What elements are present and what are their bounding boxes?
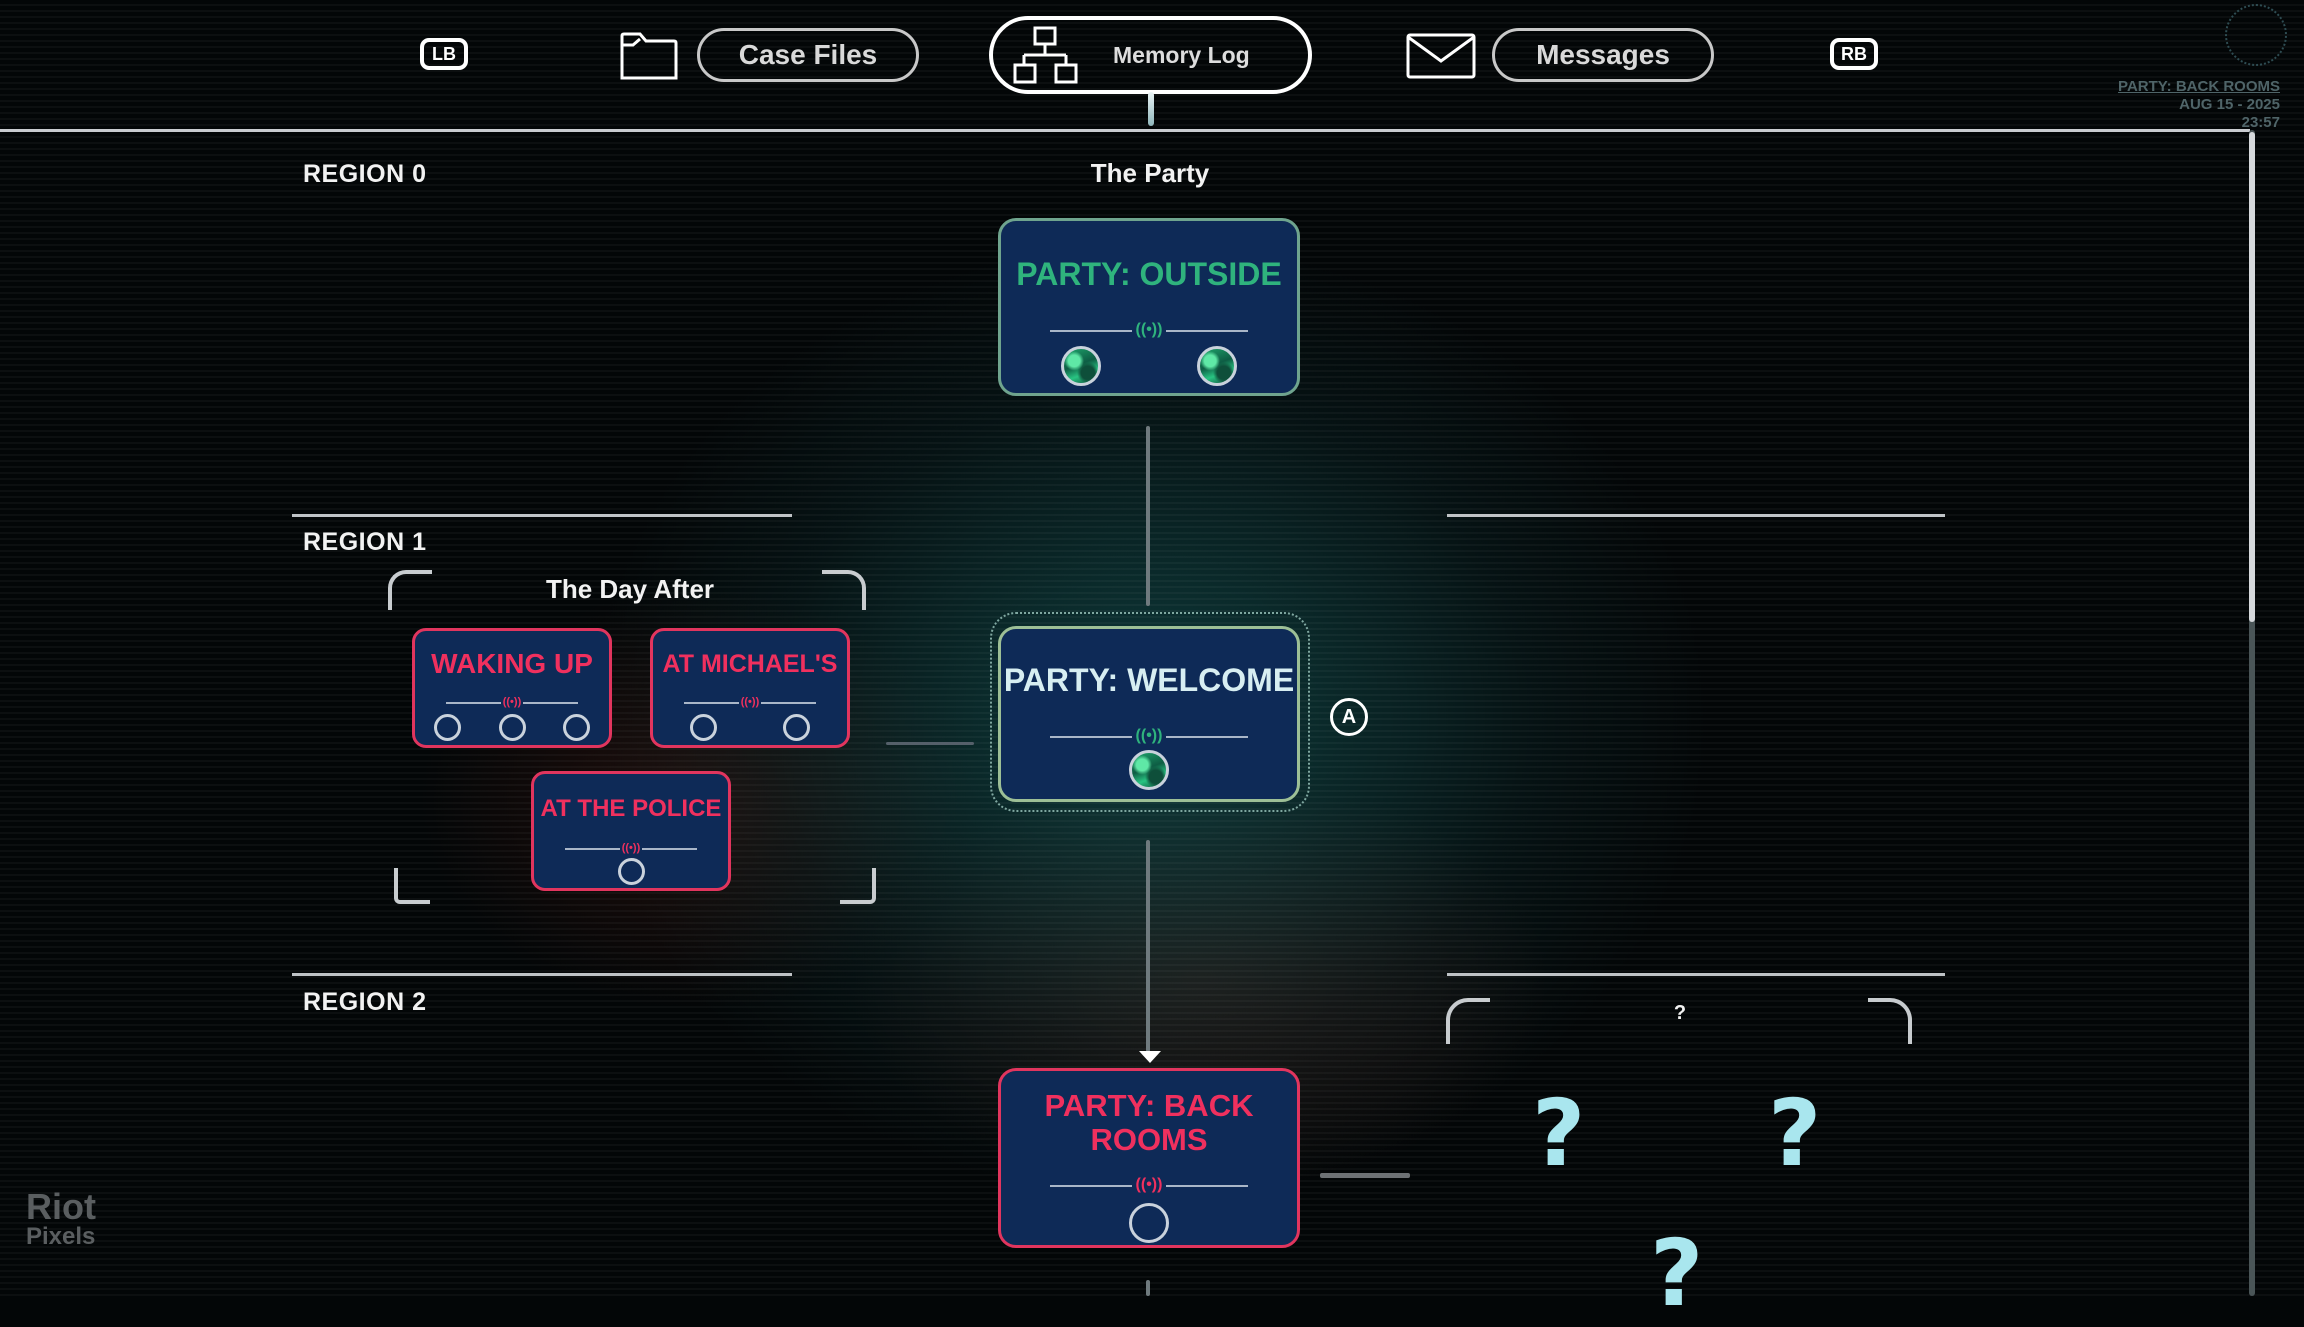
signal-icon: ((•)) [1132,1173,1166,1198]
connector-welcome-backrooms [1146,840,1150,1052]
node-title: PARTY: BACK ROOMS [1044,1088,1254,1158]
scrollbar-thumb[interactable] [2249,132,2255,622]
group-bracket-tr [822,570,866,610]
region-divider-right-1 [1447,514,1945,517]
evidence-slot-empty [563,713,590,741]
evidence-slot-filled [1197,346,1237,387]
evidence-slot-empty [783,713,810,741]
region-divider-right-2 [1447,973,1945,976]
evidence-slots [1129,1203,1169,1244]
rb-bumper-button[interactable]: RB [1830,38,1878,70]
node-title: PARTY: OUTSIDE [1016,256,1282,292]
signal-icon: ((•)) [620,840,642,857]
hierarchy-icon [1013,26,1079,91]
evidence-slot-empty [498,713,526,741]
active-tab-indicator [1148,92,1154,126]
evidence-slots [1129,750,1169,791]
group-title-unknown: ? [1673,1002,1687,1024]
unknown-memory-node: ? [1650,1220,1704,1327]
watermark-line2: Pixels [26,1223,96,1250]
scrollbar-track[interactable] [2249,130,2255,1296]
connector-dayafter-welcome [886,742,974,745]
folder-icon[interactable] [619,31,679,86]
watermark-logo: Riot Pixels [26,1189,96,1252]
tab-case-files[interactable]: Case Files [697,28,919,82]
memory-node-party-outside[interactable]: PARTY: OUTSIDE ((•)) [998,218,1300,396]
group-title-the-day-after: The Day After [545,574,715,604]
node-divider: ((•)) [684,693,816,710]
evidence-slots [1061,346,1237,387]
node-title: AT THE POLICE [540,795,722,822]
evidence-slot-filled [1061,346,1101,387]
signal-icon: ((•)) [501,693,523,710]
evidence-slots [690,713,810,741]
tab-memory-log-label: Memory Log [1113,41,1250,68]
memory-node-at-michaels[interactable]: AT MICHAEL'S ((•)) [650,628,850,748]
node-divider: ((•)) [446,693,578,710]
current-memory-arrow-icon [1139,1051,1161,1063]
group-bracket-bl [394,868,430,904]
evidence-slots [617,858,645,886]
current-memory-status: PARTY: BACK ROOMS AUG 15 - 2025 23:57 [2118,78,2280,132]
status-date: AUG 15 - 2025 [2179,96,2280,113]
evidence-slots [434,713,590,741]
region-1-label: REGION 1 [303,528,427,556]
region-divider-left-2 [292,973,792,976]
group-bracket-br [840,868,876,904]
memory-node-waking-up[interactable]: WAKING UP ((•)) [412,628,612,748]
connector-outside-welcome [1146,426,1150,606]
connector-backrooms-down [1146,1280,1150,1296]
node-divider: ((•)) [1050,318,1248,343]
signal-icon: ((•)) [1132,724,1166,749]
unknown-memory-node: ? [1532,1080,1586,1187]
node-title: PARTY: WELCOME [1003,662,1295,698]
region-2-label: REGION 2 [303,988,427,1016]
signal-icon: ((•)) [1132,318,1166,343]
envelope-icon[interactable] [1406,33,1476,84]
memory-node-party-back-rooms[interactable]: PARTY: BACK ROOMS ((•)) [998,1068,1300,1248]
node-divider: ((•)) [1050,1173,1248,1198]
group-title-the-party: The Party [1090,158,1210,188]
node-divider: ((•)) [565,840,697,857]
group-bracket-tl [1446,998,1490,1044]
evidence-slot-empty [690,713,717,741]
top-navigation-bar: LB Case Files Memory Log Messages RB [0,0,2304,130]
evidence-slot-empty [617,858,645,886]
signal-icon: ((•)) [739,693,761,710]
node-title: AT MICHAEL'S [662,650,838,678]
memory-node-at-the-police[interactable]: AT THE POLICE ((•)) [531,771,731,891]
status-emblem-icon [2225,4,2287,66]
group-bracket-tl [388,570,432,610]
tab-messages[interactable]: Messages [1492,28,1714,82]
node-title: WAKING UP [431,648,593,679]
watermark-line1: Riot [26,1186,96,1227]
region-divider-left-1 [292,514,792,517]
header-divider [0,129,2250,132]
status-time: 23:57 [2241,114,2280,131]
selection-frame [990,612,1310,812]
connector-backrooms-unknown [1320,1173,1410,1178]
memory-node-party-welcome[interactable]: PARTY: WELCOME ((•)) [998,626,1300,802]
status-location: PARTY: BACK ROOMS [2118,78,2280,95]
node-divider: ((•)) [1050,724,1248,749]
evidence-slot-empty [434,713,461,741]
group-bracket-tr [1868,998,1912,1044]
evidence-slot-empty [1129,1203,1169,1244]
lb-bumper-button[interactable]: LB [420,38,468,70]
evidence-slot-filled [1129,750,1169,791]
unknown-memory-node: ? [1768,1080,1822,1187]
region-0-label: REGION 0 [303,160,427,188]
a-button-prompt[interactable]: A [1330,698,1368,736]
